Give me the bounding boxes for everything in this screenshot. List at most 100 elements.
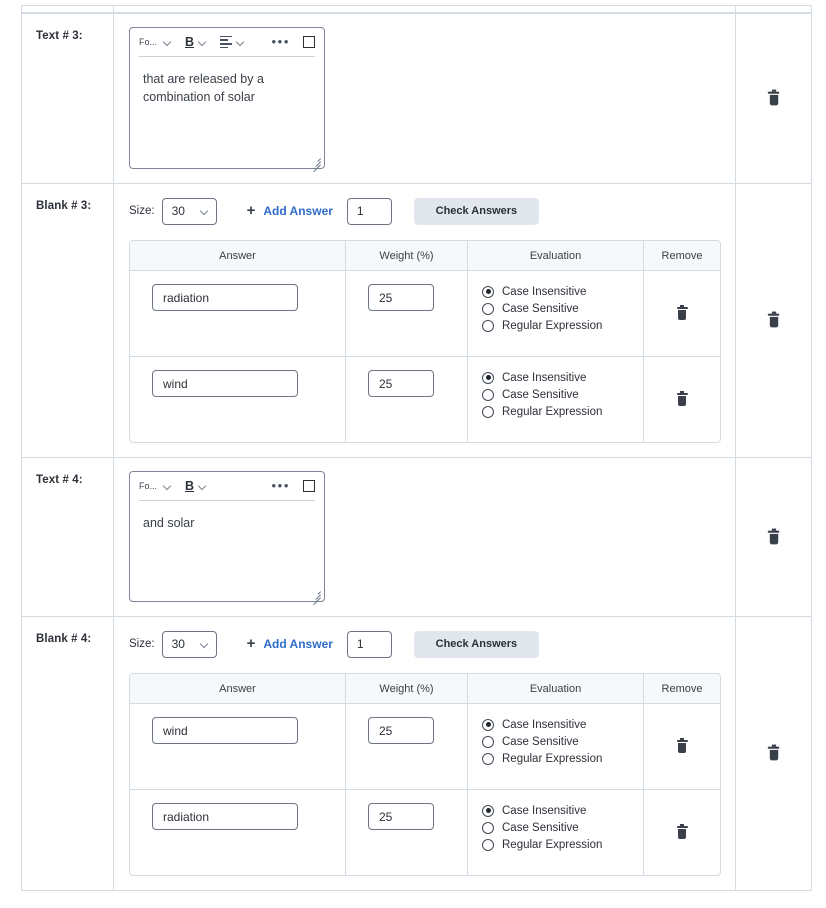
radio-icon bbox=[482, 302, 494, 315]
question-sections-table: Text # 3: Fo... B bbox=[21, 5, 812, 891]
editor-toolbar: Fo... B bbox=[130, 28, 324, 56]
delete-section-icon[interactable] bbox=[767, 528, 780, 544]
section-text-4: Text # 4: Fo... B bbox=[22, 457, 811, 616]
delete-answer-icon[interactable] bbox=[676, 824, 688, 839]
evaluation-cell: Case Insensitive Case Sensitive Regular … bbox=[468, 704, 644, 789]
radio-label: Case Sensitive bbox=[502, 302, 579, 315]
bold-icon[interactable]: B bbox=[185, 31, 207, 53]
section-body-cell: Size: 30 + Add Answer 1 Check Answers An… bbox=[114, 184, 736, 457]
align-icon[interactable] bbox=[220, 31, 245, 53]
resize-handle-icon[interactable] bbox=[310, 155, 321, 173]
section-label-cell: Blank # 3: bbox=[22, 184, 114, 457]
more-options-icon[interactable]: ••• bbox=[271, 478, 290, 493]
section-delete-cell bbox=[736, 14, 811, 183]
radio-icon bbox=[482, 752, 494, 765]
partial-row-above bbox=[22, 6, 811, 13]
radio-option-case-insensitive[interactable]: Case Insensitive bbox=[482, 716, 643, 733]
more-options-icon[interactable]: ••• bbox=[271, 34, 290, 49]
add-answer-count-input[interactable]: 1 bbox=[346, 630, 392, 658]
radio-option-case-insensitive[interactable]: Case Insensitive bbox=[482, 802, 643, 819]
weight-input[interactable]: 25 bbox=[368, 803, 434, 830]
radio-icon bbox=[482, 405, 494, 418]
answer-cell: wind bbox=[130, 357, 346, 442]
partial-row-delete-cell bbox=[736, 6, 811, 12]
radio-icon bbox=[482, 388, 494, 401]
table-row: wind 25 Case Insensitive bbox=[130, 703, 720, 789]
answer-cell: radiation bbox=[130, 790, 346, 875]
font-dropdown-icon[interactable]: Fo... bbox=[139, 475, 172, 497]
answer-input[interactable]: wind bbox=[152, 717, 298, 744]
bold-icon[interactable]: B bbox=[185, 475, 207, 497]
column-header-evaluation: Evaluation bbox=[468, 241, 644, 270]
section-label: Blank # 4: bbox=[36, 633, 92, 645]
fullscreen-icon[interactable] bbox=[303, 31, 315, 53]
rich-text-editor[interactable]: Fo... B bbox=[129, 27, 325, 173]
partial-row-label-cell bbox=[22, 6, 114, 12]
delete-answer-icon[interactable] bbox=[676, 391, 688, 406]
rich-text-editor[interactable]: Fo... B ••• bbox=[129, 471, 325, 606]
delete-section-icon[interactable] bbox=[767, 744, 780, 761]
table-row: radiation 25 Case Insensitive bbox=[130, 270, 720, 356]
section-label: Blank # 3: bbox=[36, 200, 92, 212]
radio-option-case-sensitive[interactable]: Case Sensitive bbox=[482, 819, 643, 836]
font-dropdown-icon[interactable]: Fo... bbox=[139, 31, 172, 53]
align-left-icon bbox=[220, 35, 233, 49]
answers-table-header: Answer Weight (%) Evaluation Remove bbox=[130, 674, 720, 703]
section-delete-cell bbox=[736, 184, 811, 457]
radio-label: Regular Expression bbox=[502, 319, 603, 332]
check-answers-button[interactable]: Check Answers bbox=[413, 630, 539, 658]
evaluation-radio-group: Case Insensitive Case Sensitive Regular … bbox=[468, 704, 643, 767]
radio-option-case-insensitive[interactable]: Case Insensitive bbox=[482, 283, 643, 300]
section-body-cell: Fo... B bbox=[114, 14, 736, 183]
blank-controls: Size: 30 + Add Answer 1 Check Answers bbox=[129, 197, 735, 225]
weight-input[interactable]: 25 bbox=[368, 717, 434, 744]
evaluation-radio-group: Case Insensitive Case Sensitive Regular … bbox=[468, 790, 643, 853]
chevron-down-icon bbox=[198, 482, 207, 491]
resize-handle-icon[interactable] bbox=[310, 588, 321, 606]
radio-option-regular-expression[interactable]: Regular Expression bbox=[482, 317, 643, 334]
column-header-remove: Remove bbox=[661, 249, 703, 262]
answers-table: Answer Weight (%) Evaluation Remove radi… bbox=[129, 240, 721, 443]
add-answer-count-input[interactable]: 1 bbox=[346, 197, 392, 225]
weight-input[interactable]: 25 bbox=[368, 284, 434, 311]
add-answer-link[interactable]: Add Answer bbox=[263, 204, 333, 218]
size-select[interactable]: 30 bbox=[161, 630, 217, 658]
radio-option-case-sensitive[interactable]: Case Sensitive bbox=[482, 300, 643, 317]
section-label-cell: Text # 4: bbox=[22, 458, 114, 616]
section-label-cell: Text # 3: bbox=[22, 14, 114, 183]
size-select[interactable]: 30 bbox=[161, 197, 217, 225]
radio-label: Regular Expression bbox=[502, 752, 603, 765]
editor-content[interactable]: and solar bbox=[143, 516, 195, 530]
radio-option-case-insensitive[interactable]: Case Insensitive bbox=[482, 369, 643, 386]
fullscreen-icon[interactable] bbox=[303, 475, 315, 497]
remove-cell bbox=[644, 704, 720, 789]
radio-label: Case Sensitive bbox=[502, 821, 579, 834]
delete-section-icon[interactable] bbox=[767, 89, 780, 106]
radio-label: Case Insensitive bbox=[502, 371, 587, 384]
add-answer-plus-icon[interactable]: + bbox=[246, 635, 256, 652]
answer-input[interactable]: radiation bbox=[152, 284, 298, 311]
radio-option-regular-expression[interactable]: Regular Expression bbox=[482, 836, 643, 853]
radio-option-regular-expression[interactable]: Regular Expression bbox=[482, 750, 643, 767]
answer-input[interactable]: wind bbox=[152, 370, 298, 397]
radio-label: Case Sensitive bbox=[502, 388, 579, 401]
add-answer-link[interactable]: Add Answer bbox=[263, 637, 333, 651]
expand-arrows-icon bbox=[303, 480, 315, 492]
radio-option-case-sensitive[interactable]: Case Sensitive bbox=[482, 733, 643, 750]
partial-row-body-cell bbox=[114, 6, 736, 12]
answers-table-body: wind 25 Case Insensitive bbox=[130, 703, 720, 875]
add-answer-plus-icon[interactable]: + bbox=[246, 202, 256, 219]
radio-option-regular-expression[interactable]: Regular Expression bbox=[482, 403, 643, 420]
delete-answer-icon[interactable] bbox=[676, 738, 688, 753]
radio-label: Case Insensitive bbox=[502, 285, 587, 298]
answer-input[interactable]: radiation bbox=[152, 803, 298, 830]
radio-option-case-sensitive[interactable]: Case Sensitive bbox=[482, 386, 643, 403]
editor-content[interactable]: that are released by a combination of so… bbox=[143, 72, 264, 104]
answer-cell: radiation bbox=[130, 271, 346, 356]
delete-answer-icon[interactable] bbox=[676, 305, 688, 320]
section-label-cell: Blank # 4: bbox=[22, 617, 114, 890]
weight-input[interactable]: 25 bbox=[368, 370, 434, 397]
check-answers-button[interactable]: Check Answers bbox=[413, 197, 539, 225]
delete-section-icon[interactable] bbox=[767, 311, 780, 328]
